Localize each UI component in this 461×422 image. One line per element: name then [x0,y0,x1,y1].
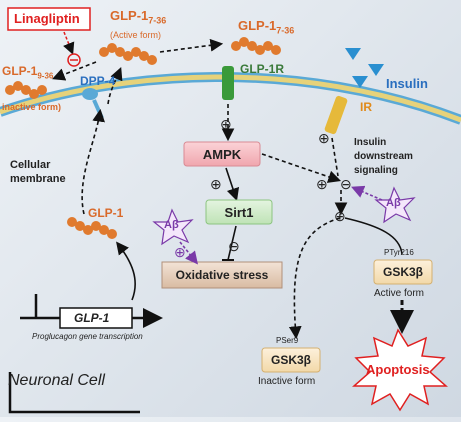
abeta-star-icon [152,208,194,246]
glp1r-label: GLP-1R [240,62,285,76]
oxidative-stress-box [161,261,283,289]
minus-icon: ⊖ [340,176,352,192]
ir-label: IR [360,100,372,114]
inactive-form-label: inactive form) [2,102,62,112]
inactive-form-gsk-label: Inactive form [258,376,316,387]
glp1-inactive-label: GLP-19-36 [2,64,54,81]
neuronal-cell-label: Neuronal Cell [8,372,105,389]
degradation-arrow [52,61,97,81]
abeta-left-label: Aβ [164,219,179,231]
active-form-label: (Active form) [110,30,162,40]
node-gsk3b-inactive-arrow [288,217,341,340]
dpp4-icon [82,88,98,100]
glp1-active-label: GLP-17-36 [110,8,167,26]
ampk-box [183,141,261,167]
glp1-right-label: GLP-17-36 [238,18,295,36]
glp1-inactive-peptide [5,81,47,99]
cell-border [8,372,140,414]
plus-icon: ⊕ [210,176,222,192]
gsk3b-inactive-box [261,347,321,373]
gsk3b-active-box [373,259,433,285]
linagliptin-arrow [63,31,75,55]
insulin-label: Insulin [386,76,428,91]
minus-icon: ⊖ [228,238,240,254]
sirt1-box [205,199,273,225]
ser9-label: PSer9 [276,336,299,345]
sirt1-oxidative-line [227,225,237,261]
glp1-active-peptide [99,43,157,65]
plus-icon: ⊕ [174,244,186,260]
gene-caption: Proglucagon gene transcription [32,332,143,341]
sirt1-label: Sirt1 [224,204,254,220]
plus-icon: ⊕ [318,130,330,146]
active-form-gsk-label: Active form [374,288,425,299]
gene-label: GLP-1 [74,311,110,325]
abeta-oxidative-arrow [179,241,198,265]
glp1-right-peptide [231,37,281,55]
insulin-icon [368,64,384,76]
abeta-right-label: Aβ [386,197,401,209]
transcription-arrow [116,241,136,301]
abeta-inhibit-arrow [351,185,383,201]
plus-icon: ⊕ [316,176,328,192]
tyr216-label: PTyr216 [384,248,414,257]
dpp4-label: DPP-4 [80,74,116,88]
insulin-icon [352,76,368,88]
secretion-arrow [81,108,105,215]
gsk3b-inactive-label: GSK3β [270,353,311,367]
insulin-icon [345,48,361,60]
membrane-inner [0,74,461,123]
insulin-downstream-label: Insulin downstream signaling [354,137,413,176]
oxidative-stress-label: Oxidative stress [175,268,269,282]
linagliptin-label: Linagliptin [14,11,80,26]
ampk-sirt1-arrow [225,167,240,202]
glp1-transport-arrow [159,38,224,53]
ampk-label: AMPK [202,146,242,162]
cellular-membrane-label: Cellular membrane [10,159,66,185]
node-gsk3b-active-line [344,217,403,255]
linagliptin-inhibit-icon [67,53,81,67]
gsk3b-active-label: GSK3β [382,265,423,279]
plus-icon: ⊕ [334,208,346,224]
linagliptin-box [7,7,91,31]
glp1-cyto-label: GLP-1 [88,206,124,220]
apoptosis-label: Apoptosis [366,362,430,377]
glp1-cyto-peptide [67,217,117,239]
apoptosis-burst [352,328,448,412]
plus-icon: ⊕ [220,116,232,132]
ampk-node-arrow [261,153,342,183]
glp1r-receptor-icon [222,66,234,100]
ir-downstream-line [331,137,339,177]
ir-receptor-icon [324,95,348,135]
